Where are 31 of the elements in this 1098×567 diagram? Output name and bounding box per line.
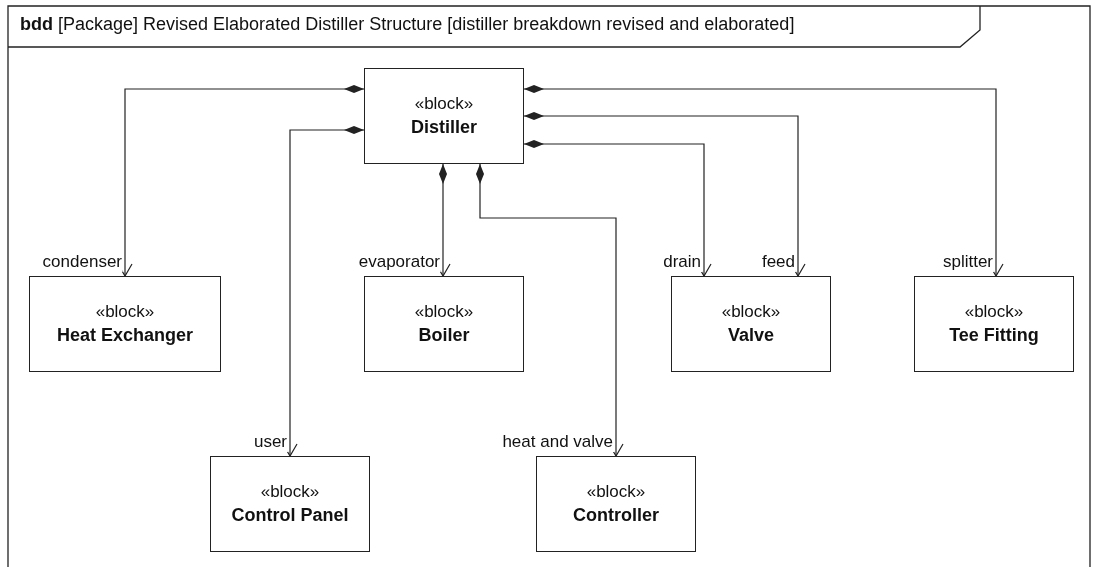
block-box <box>364 68 524 164</box>
block-name: Boiler <box>418 324 470 347</box>
stereotype-label: «block» <box>260 481 320 503</box>
block-name: Distiller <box>411 116 477 139</box>
stereotype-label: «block» <box>586 481 646 503</box>
block-name: Valve <box>727 324 774 347</box>
frame-title: bdd [Package] Revised Elaborated Distiller Structure [distiller breakdown revised and elaborated] <box>20 14 795 35</box>
block-box <box>671 276 831 372</box>
block-name: Heat Exchanger <box>56 324 194 347</box>
role-label: condenser <box>41 252 123 272</box>
role-label: heat and valve <box>501 432 614 452</box>
block-box <box>914 276 1074 372</box>
block-box <box>210 456 370 552</box>
role-label: splitter <box>941 252 994 272</box>
composition-arrow <box>523 140 712 277</box>
composition-arrow <box>523 112 806 277</box>
composition-arrow <box>476 163 624 457</box>
stereotype-label: «block» <box>414 301 474 323</box>
block-name: Controller <box>573 504 659 527</box>
stereotype-label: «block» <box>414 93 474 115</box>
stereotype-label: «block» <box>95 301 155 323</box>
block-box <box>364 276 524 372</box>
role-label: drain <box>662 252 702 272</box>
composition-arrow <box>523 85 1004 277</box>
block-box <box>29 276 221 372</box>
block-name: Tee Fitting <box>949 324 1039 347</box>
block-box <box>536 456 696 552</box>
stereotype-label: «block» <box>964 301 1024 323</box>
stereotype-label: «block» <box>721 301 781 323</box>
role-label: feed <box>760 252 796 272</box>
block-name: Control Panel <box>231 504 349 527</box>
